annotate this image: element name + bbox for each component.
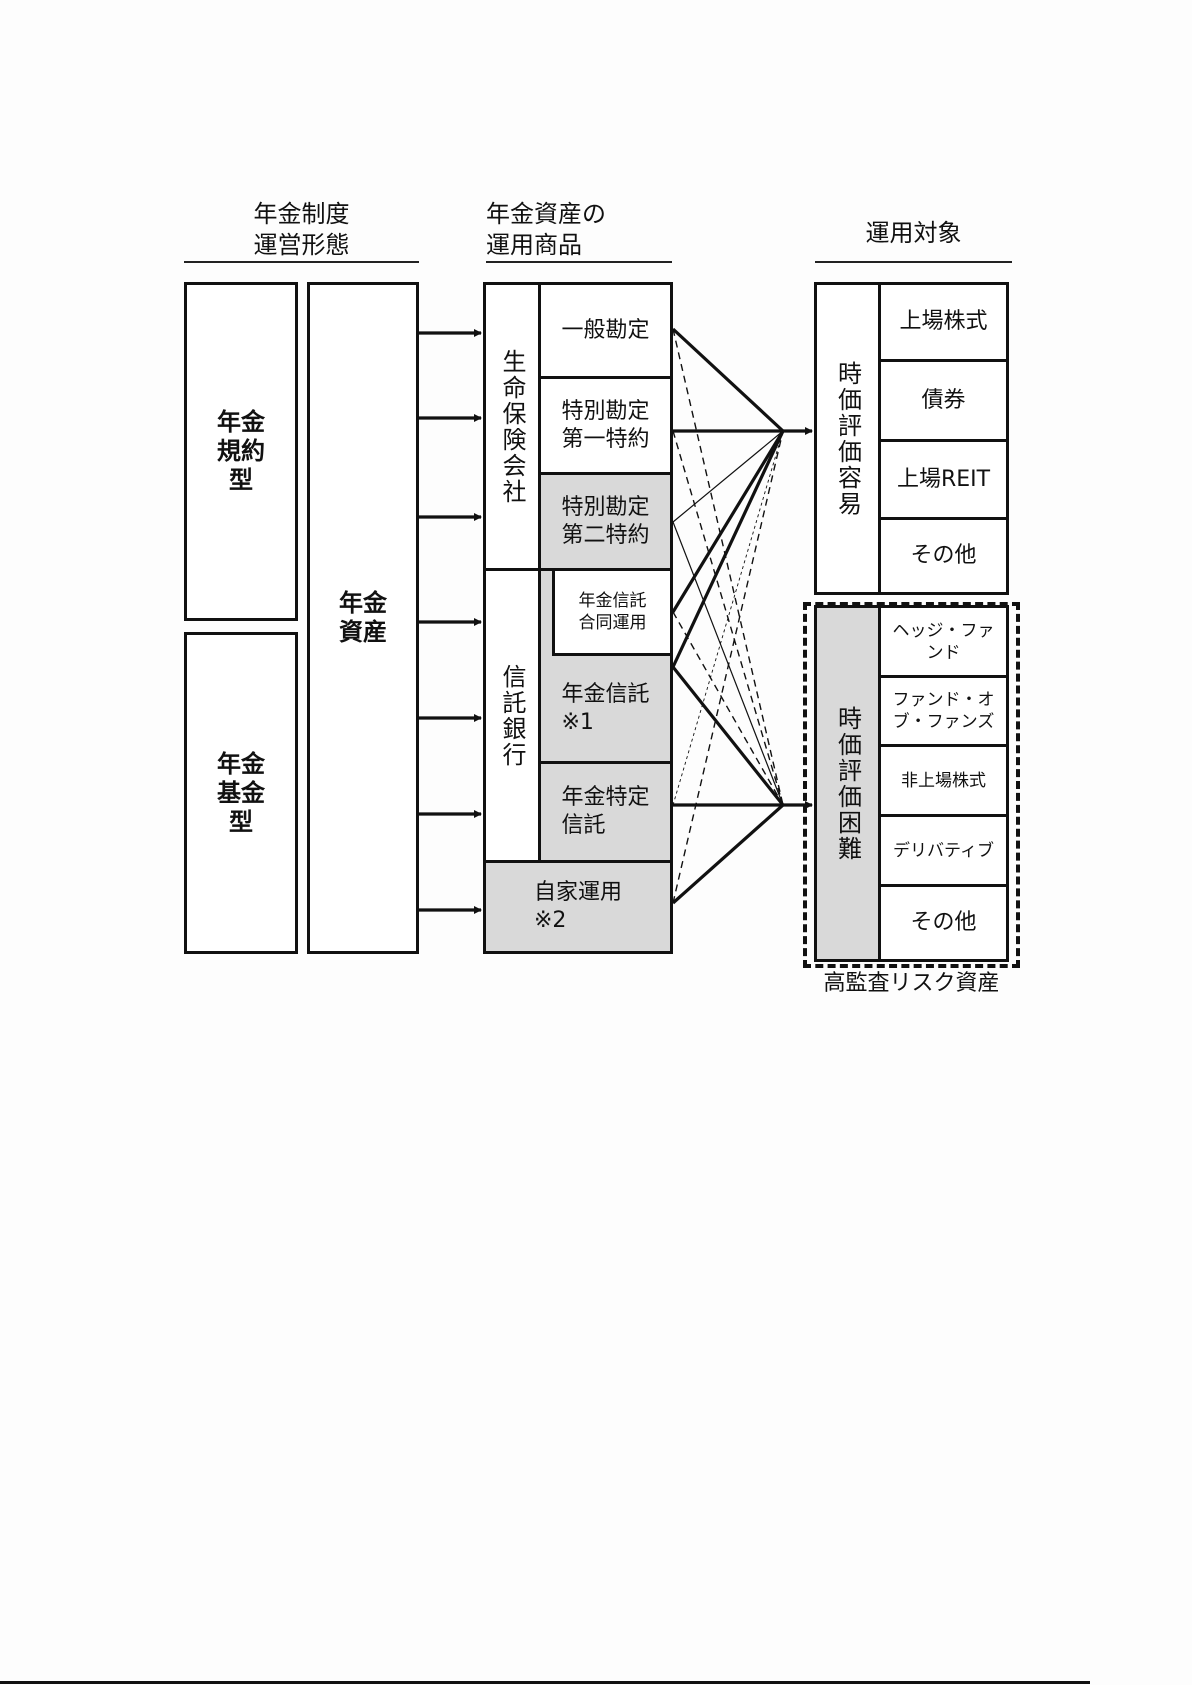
link-line <box>673 612 783 805</box>
link-line <box>673 329 783 431</box>
link-line <box>673 431 783 903</box>
link-line <box>673 805 783 903</box>
link-line <box>673 667 783 805</box>
link-line <box>673 431 783 612</box>
page-footer-rule <box>0 1681 1090 1684</box>
link-line <box>673 431 783 522</box>
link-line <box>673 431 783 667</box>
